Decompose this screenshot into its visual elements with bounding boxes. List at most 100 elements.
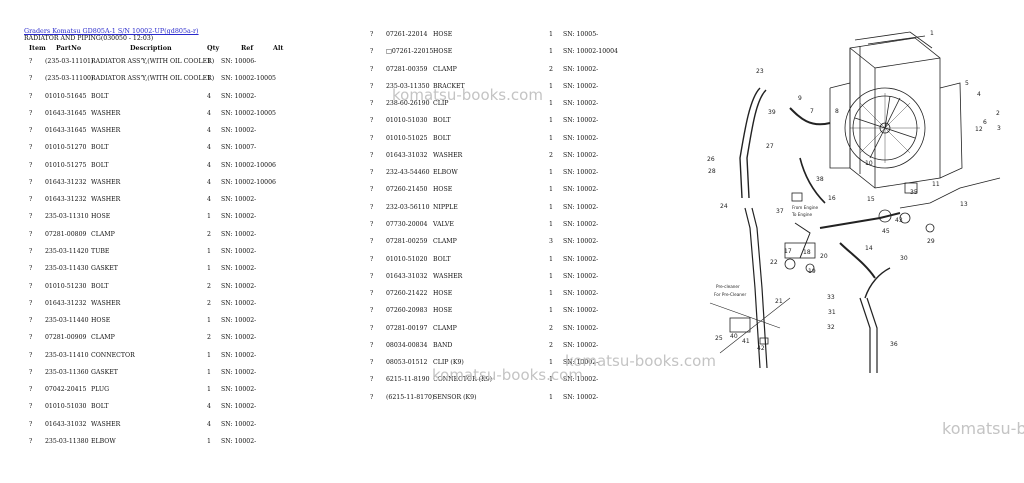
- row-partno: 01010-51025: [386, 134, 428, 142]
- diagram-callout: 23: [756, 68, 764, 75]
- row-item: ?: [29, 265, 33, 273]
- fan-icon: [844, 87, 926, 169]
- row-ref: SN: 10002-: [221, 368, 257, 376]
- diagram-callout: 10: [865, 160, 873, 167]
- row-description: GASKET: [91, 265, 118, 273]
- row-item: ?: [370, 290, 374, 298]
- row-qty: 1: [549, 290, 553, 298]
- row-item: ?: [370, 169, 374, 177]
- row-qty: 1: [549, 117, 553, 125]
- row-ref: SN: 10002-10006: [221, 178, 276, 186]
- row-description: WASHER: [433, 272, 463, 280]
- row-description: SENSOR (K9): [433, 393, 477, 401]
- row-qty: 1: [549, 376, 553, 384]
- row-item: ?: [29, 403, 33, 411]
- row-item: ?: [29, 144, 33, 152]
- row-qty: 4: [207, 144, 211, 152]
- row-item: ?: [29, 109, 33, 117]
- row-ref: SN: 10002-: [221, 437, 257, 445]
- diagram-callout: 21: [775, 298, 783, 305]
- row-partno: 235-03-11310: [45, 213, 89, 221]
- row-item: ?: [29, 420, 33, 428]
- row-ref: SN: 10002-: [221, 334, 257, 342]
- row-description: PLUG: [91, 386, 110, 394]
- row-partno: (6215-11-8170): [386, 393, 435, 401]
- row-description: HOSE: [433, 307, 453, 315]
- row-qty: 3: [549, 238, 553, 246]
- diagram-callout: 28: [708, 168, 716, 175]
- diagram-callout: 36: [890, 341, 898, 348]
- diagram-callout: 7: [810, 108, 814, 115]
- diagram-callout: 27: [766, 143, 774, 150]
- row-item: ?: [29, 161, 33, 169]
- row-item: ?: [370, 272, 374, 280]
- row-ref: SN: 10002-: [221, 92, 257, 100]
- row-ref: SN: 10002-: [563, 238, 599, 246]
- row-description: GASKET: [91, 368, 118, 376]
- row-qty: 1: [549, 393, 553, 401]
- watermark: komatsu-b: [942, 419, 1024, 438]
- row-qty: 1: [549, 48, 553, 56]
- row-description: BOLT: [91, 282, 109, 290]
- row-item: ?: [29, 334, 33, 342]
- row-ref: SN: 10002-: [563, 376, 599, 384]
- row-description: CLAMP: [433, 324, 457, 332]
- row-ref: SN: 10002-: [563, 272, 599, 280]
- row-item: ?: [370, 134, 374, 142]
- row-partno: 01643-31645: [45, 109, 87, 117]
- diagram-callout: 42: [757, 345, 765, 352]
- row-partno: 238-60-26190: [386, 100, 430, 108]
- row-ref: SN: 10002-: [563, 307, 599, 315]
- row-item: ?: [29, 213, 33, 221]
- radiator-core: [829, 31, 963, 189]
- row-description: WASHER: [91, 196, 121, 204]
- row-item: ?: [29, 127, 33, 135]
- row-ref: SN: 10002-: [563, 290, 599, 298]
- row-description: HOSE: [91, 317, 111, 325]
- row-partno: 01643-31032: [45, 420, 87, 428]
- row-ref: SN: 10002-: [221, 265, 257, 273]
- row-qty: 2: [549, 324, 553, 332]
- row-qty: 2: [207, 230, 211, 238]
- row-ref: SN: 10002-: [563, 100, 599, 108]
- row-item: ?: [370, 186, 374, 194]
- row-description: BOLT: [91, 161, 109, 169]
- row-item: ?: [29, 299, 33, 307]
- row-description: HOSE: [91, 213, 111, 221]
- row-qty: 1: [549, 359, 553, 367]
- page-subtitle: RADIATOR AND PIPING(030050 - 12:03): [24, 35, 154, 42]
- row-description: CLAMP: [91, 334, 115, 342]
- diagram-callout: 25: [715, 335, 723, 342]
- row-partno: 01643-31032: [386, 151, 428, 159]
- row-description: WASHER: [91, 178, 121, 186]
- row-item: ?: [370, 100, 374, 108]
- row-partno: 232-03-56110: [386, 203, 430, 211]
- row-item: ?: [370, 376, 374, 384]
- diagram-callout: 31: [828, 309, 836, 316]
- row-description: TUBE: [91, 247, 110, 255]
- row-description: CLAMP: [91, 230, 115, 238]
- row-partno: 235-03-11420: [45, 247, 89, 255]
- row-item: ?: [29, 386, 33, 394]
- row-partno: 07042-20415: [45, 386, 87, 394]
- row-item: ?: [370, 117, 374, 125]
- row-ref: SN: 10002-10004: [563, 48, 618, 56]
- breadcrumb-link[interactable]: Graders Komatsu GD805A-1 S/N 10002-UP(gd…: [24, 27, 199, 35]
- row-qty: 1: [549, 100, 553, 108]
- row-description: HOSE: [433, 31, 453, 38]
- diagram-callout: 8: [835, 108, 839, 115]
- row-qty: 1: [207, 75, 211, 83]
- row-item: ?: [370, 307, 374, 315]
- row-partno: □07261-22015: [386, 48, 434, 56]
- row-description: CLIP (K9): [433, 359, 464, 367]
- row-ref: SN: 10006-: [221, 58, 257, 65]
- row-partno: 08053-01512: [386, 359, 428, 367]
- col-header-item: Item: [29, 44, 46, 52]
- row-qty: 1: [207, 265, 211, 273]
- col-header-qty: Qty: [207, 44, 220, 52]
- row-qty: 4: [207, 420, 211, 428]
- row-item: ?: [370, 82, 374, 90]
- row-qty: 2: [207, 299, 211, 307]
- row-partno: 01643-31232: [45, 178, 87, 186]
